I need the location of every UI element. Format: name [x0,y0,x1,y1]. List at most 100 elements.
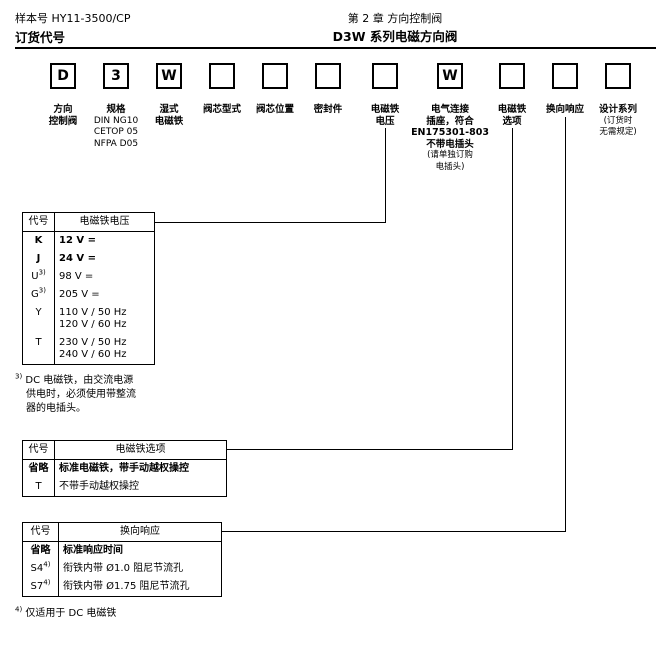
table-row: S74) 衔铁内带 Ø1.75 阻尼节流孔 [22,578,222,597]
response-value: 衔铁内带 Ø1.0 阻尼节流孔 [63,563,184,574]
code-box-response [552,63,578,89]
code-box-size: 3 [103,63,129,89]
code-text: S7 [30,581,44,592]
option-header-code: 代号 [22,440,55,460]
footnote-line: 3) DC 电磁铁，由交流电源 [15,373,136,388]
voltage-value: 12 V = [59,235,96,246]
code-box-seals [315,63,341,89]
voltage-code: K [22,231,55,250]
footnote-text: DC 电磁铁，由交流电源 [25,375,134,386]
code-box-voltage [372,63,398,89]
label-line: 电磁铁 [497,104,527,115]
code-box-design-series [605,63,631,89]
footnote-ref: 3) [38,268,46,277]
voltage-value: 205 V = [59,289,100,300]
table-header-row: 代号 电磁铁电压 [22,212,155,232]
header-rule [15,47,656,49]
value-line: 240 V / 60 Hz [59,349,127,360]
response-header-label: 换向响应 [58,522,222,542]
code-box-spool-position [262,63,288,89]
response-code: 省略 [22,541,59,560]
box-label-solenoid-voltage: 电磁铁 电压 [340,104,430,127]
footnote-ref: 4) [43,578,51,587]
table-row: U3) 98 V = [22,268,155,286]
voltage-code: Y [22,304,55,334]
box-label-size: 规格 DIN NG10 CETOP 05 NFPA D05 [71,104,161,150]
response-connector-vline [565,117,566,531]
label-line: 电气连接 [430,104,469,115]
box-label-spool-position: 阀芯位置 [230,104,320,116]
response-code: S44) [22,560,59,578]
footnote-ref: 4) [43,560,51,569]
box-label-electrical-connection: 电气连接 插座，符合 EN175301-803 不带电插头 (请单独订购 电插头… [400,104,500,173]
voltage-table: 代号 电磁铁电压 K 12 V = J 24 V = U3) 98 V = G3… [22,212,155,365]
footnote-text: 仅适用于 DC 电磁铁 [25,608,117,619]
label-line: (订货时 [603,115,633,126]
label-line: 设计系列 [598,104,637,115]
label-line: 控制阀 [48,115,78,127]
voltage-header-code: 代号 [22,212,55,232]
label-line: (请单独订购 [427,150,473,160]
footnote-line: 供电时，必须使用带整流 [26,389,136,400]
voltage-connector-hline [155,222,386,223]
voltage-header-label: 电磁铁电压 [54,212,155,232]
label-line: 电压 [375,115,395,127]
option-code: 省略 [22,459,55,478]
value-line: 120 V / 60 Hz [59,319,127,330]
option-connector-vline [512,128,513,449]
box-label-spool-type: 阀芯型式 [177,104,267,116]
doc-number: 样本号 HY11-3500/CP [15,12,131,25]
label-line: NFPA D05 [93,138,139,149]
table-row: Y 110 V / 50 Hz 120 V / 60 Hz [22,304,155,334]
voltage-value: 230 V / 50 Hz 240 V / 60 Hz [55,334,155,365]
box-label-response: 换向响应 [520,104,610,116]
option-header-label: 电磁铁选项 [54,440,227,460]
value-line: 230 V / 50 Hz [59,337,127,348]
voltage-value: 24 V = [59,253,96,264]
table-row: J 24 V = [22,250,155,268]
code-text: G [31,289,39,300]
value-line: 110 V / 50 Hz [59,307,127,318]
table-row: K 12 V = [22,231,155,250]
footnote-dc-solenoid: 3) DC 电磁铁，由交流电源 供电时，必须使用带整流 器的电插头。 [15,373,136,416]
table-header-row: 代号 电磁铁选项 [22,440,227,460]
option-value: 不带手动越权操控 [59,481,139,492]
label-line: 湿式 [159,104,179,115]
box-label-design-series: 设计系列 (订货时 无需规定) [573,104,663,139]
label-line: CETOP 05 [93,127,139,137]
voltage-code: T [22,334,55,365]
chapter-title: 第 2 章 方向控制阀 [347,12,443,25]
label-line: 电磁铁 [370,104,400,115]
label-line: 规格 [106,104,126,115]
box-label-solenoid-option: 电磁铁 选项 [467,104,557,127]
box-label-seals: 密封件 [283,104,373,116]
table-row: T 230 V / 50 Hz 240 V / 60 Hz [22,334,155,365]
box-label-wet-solenoid: 湿式 电磁铁 [124,104,214,127]
response-value: 标准响应时间 [63,545,123,556]
table-row: S44) 衔铁内带 Ø1.0 阻尼节流孔 [22,560,222,578]
label-line: 无需规定) [599,127,637,137]
label-line: 插座，符合 [426,115,474,127]
label-line: 密封件 [313,104,343,115]
box-label-direction-valve: 方向 控制阀 [18,104,108,127]
label-line: DIN NG10 [93,115,139,126]
code-text: U [31,271,39,282]
code-box-spool-type [209,63,235,89]
response-header-code: 代号 [22,522,59,542]
table-row: G3) 205 V = [22,286,155,304]
label-line: 不带电插头 [426,138,474,150]
footnote-ref: 3) [38,286,46,295]
label-line: EN175301-803 [411,127,489,138]
footnote-dc-only: 4) 仅适用于 DC 电磁铁 [15,606,117,621]
label-line: 阀芯型式 [202,104,241,115]
voltage-code: J [22,250,55,268]
code-box-direction: D [50,63,76,89]
code-text: S4 [30,563,44,574]
response-code: S74) [22,578,59,597]
label-line: 阀芯位置 [255,104,294,115]
table-row: 省略 标准电磁铁，带手动越权操控 [22,459,227,478]
response-value: 衔铁内带 Ø1.75 阻尼节流孔 [63,581,190,592]
code-box-electrical-connection: W [437,63,463,89]
response-table: 代号 换向响应 省略 标准响应时间 S44) 衔铁内带 Ø1.0 阻尼节流孔 S… [22,522,222,597]
